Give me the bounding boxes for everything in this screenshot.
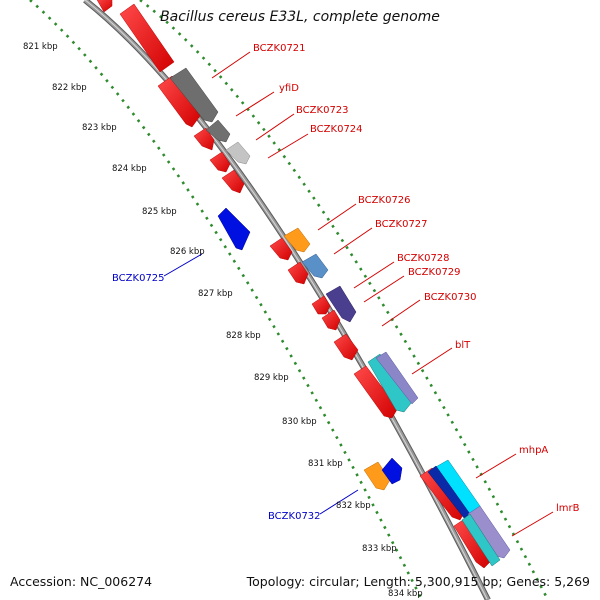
gene-label[interactable]: BCZK0726 [358, 195, 411, 206]
gene-lavender[interactable] [375, 351, 419, 405]
gene-forward[interactable] [353, 365, 399, 419]
gene-cyan-stack[interactable] [367, 353, 413, 413]
gene-forward[interactable] [333, 333, 359, 361]
gene-label[interactable]: BCZK0723 [296, 105, 349, 116]
tick-label: 830 kbp [282, 417, 317, 427]
gene-label[interactable]: lmrB [556, 503, 580, 514]
gene-forward[interactable] [311, 295, 331, 315]
leader-line [235, 91, 275, 117]
gene-forward[interactable] [287, 261, 309, 285]
tick-label: 828 kbp [226, 331, 261, 341]
leader-line [363, 275, 405, 303]
gene-label[interactable]: BCZK0725 [112, 273, 165, 284]
gene-label[interactable]: blT [455, 340, 471, 351]
gene-reverse-blue[interactable] [381, 457, 403, 485]
gene-forward[interactable] [269, 237, 293, 261]
gene-label[interactable]: BCZK0721 [253, 43, 306, 54]
leader-line [211, 51, 251, 79]
tick-label: 834 kbp [388, 589, 423, 599]
gene-steelblue[interactable] [301, 253, 329, 279]
tick-label: 827 kbp [198, 289, 233, 299]
accession-text: Accession: NC_006274 [10, 574, 153, 589]
leader-line [511, 511, 554, 537]
gene-forward[interactable] [209, 151, 231, 173]
forward-genes [96, 0, 493, 569]
gene-purple[interactable] [325, 285, 357, 323]
gene-cyan[interactable] [461, 513, 501, 567]
tick-label: 822 kbp [52, 83, 87, 93]
tick-label: 824 kbp [112, 164, 147, 174]
leader-lines [163, 51, 554, 537]
tick-label: 833 kbp [362, 544, 397, 554]
leader-line [353, 261, 395, 289]
leader-line [163, 253, 203, 277]
gene-forward[interactable] [193, 127, 215, 151]
gene-gray[interactable] [205, 119, 231, 143]
leader-line [475, 453, 517, 479]
gene-label[interactable]: mhpA [519, 445, 548, 456]
gene-label[interactable]: BCZK0730 [424, 292, 477, 303]
tick-labels: 821 kbp 822 kbp 823 kbp 824 kbp 825 kbp … [23, 42, 423, 599]
leader-line [319, 489, 359, 515]
gene-lightgray[interactable] [225, 141, 251, 165]
leader-line [381, 299, 421, 327]
leader-line [317, 203, 357, 231]
map-title: Bacillus cereus E33L, complete genome [160, 9, 440, 25]
gene-forward[interactable] [119, 3, 175, 73]
tick-label: 829 kbp [254, 373, 289, 383]
gene-label[interactable]: BCZK0727 [375, 219, 428, 230]
tick-label: 825 kbp [142, 207, 177, 217]
tick-label: 821 kbp [23, 42, 58, 52]
tick-label: 832 kbp [336, 501, 371, 511]
gene-label[interactable]: BCZK0729 [408, 267, 461, 278]
gene-reverse-blue[interactable] [217, 207, 251, 251]
gene-labels: BCZK0721 yfiD BCZK0723 BCZK0724 BCZK0726… [112, 43, 580, 522]
gene-forward[interactable] [221, 169, 245, 194]
gene-gray[interactable] [169, 67, 219, 123]
gene-orange[interactable] [283, 227, 311, 253]
tick-label: 823 kbp [82, 123, 117, 133]
gene-forward[interactable] [96, 0, 113, 13]
backbone-highlight [84, 0, 488, 600]
gene-forward[interactable] [157, 75, 201, 128]
gene-label[interactable]: BCZK0728 [397, 253, 450, 264]
gene-reverse-orange[interactable] [363, 461, 391, 491]
topology-text: Topology: circular; Length: 5,300,915 bp… [246, 574, 590, 589]
gene-label[interactable]: BCZK0724 [310, 124, 363, 135]
leader-line [255, 113, 295, 141]
tick-label: 831 kbp [308, 459, 343, 469]
gene-forward[interactable] [321, 309, 341, 331]
tick-label: 826 kbp [170, 247, 205, 257]
category-genes [169, 67, 511, 567]
gene-label[interactable]: BCZK0732 [268, 511, 321, 522]
leader-line [333, 227, 373, 255]
leader-line [411, 347, 453, 375]
gene-label[interactable]: yfiD [279, 83, 299, 94]
reverse-genes [217, 207, 403, 491]
leader-line [267, 133, 309, 159]
